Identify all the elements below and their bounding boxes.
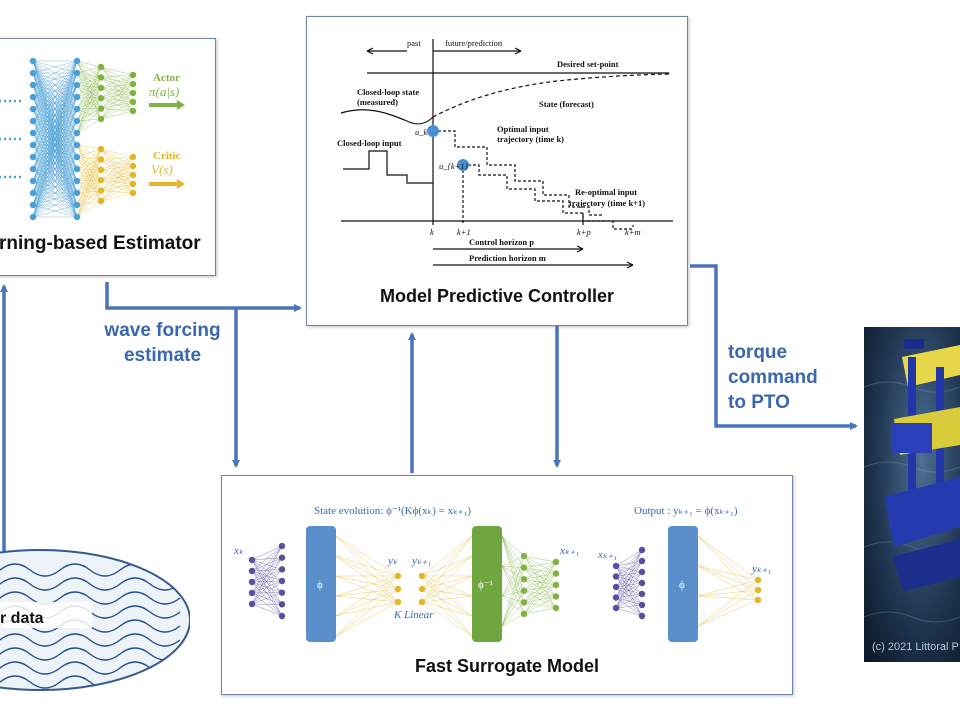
uk-marker [427, 125, 439, 137]
arrow-mpc-to-pto [690, 264, 858, 430]
torque-command-label: torque command to PTO [728, 342, 818, 413]
phi-inverse-block [472, 526, 502, 642]
estimator-title: rning-based Estimator [0, 233, 201, 254]
phi-output-block [668, 526, 698, 642]
mpc-title: Model Predictive Controller [379, 286, 615, 306]
wave-forcing-label: wave forcing estimate [104, 320, 221, 366]
kp-tick-label: k+p [577, 227, 591, 237]
closed-loop-state-label: Closed-loop state [357, 87, 419, 97]
optimal-input-trajectory [433, 130, 603, 216]
k-linear-label: K Linear [393, 609, 434, 621]
state-forecast-label: State (forecast) [539, 99, 594, 109]
measured-state-curve [340, 109, 434, 125]
forecast-state-curve [432, 73, 670, 118]
optimal-input-label-2: trajectory (time k) [497, 134, 564, 144]
mpc-diagram: past future/prediction Desired set-point… [337, 38, 673, 269]
yk1-mid-label: yₖ₊₁ [411, 555, 431, 567]
photo-credit: (c) 2021 Littoral P [872, 641, 959, 653]
uk1-marker [457, 159, 469, 171]
reoptimal-input-label-2: trajectory (time k+1) [569, 198, 645, 208]
km-tick-label: k+m [625, 227, 641, 237]
reoptimal-input-trajectory [463, 164, 633, 230]
critic-label: Critic [153, 150, 181, 162]
sensor-data-label: r data [0, 610, 44, 627]
surrogate-title: Fast Surrogate Model [414, 656, 600, 676]
measured-label: (measured) [357, 97, 398, 107]
closed-loop-input-line [343, 150, 433, 184]
mpc-panel: past future/prediction Desired set-point… [306, 16, 688, 326]
reoptimal-input-label: Re-optimal input [575, 187, 637, 197]
state-evolution-eq: State evolution: ϕ⁻¹(Kϕ(xₖ) = xₖ₊₁) [314, 505, 471, 517]
closed-loop-input-label: Closed-loop input [337, 138, 402, 148]
optimal-input-label: Optimal input [497, 124, 549, 134]
yk1-output-label: yₖ₊₁ [751, 563, 771, 575]
output-eq: Output : yₖ₊₁ = ϕ(xₖ₊₁) [634, 505, 738, 517]
actor-critic-network: Actor π(a|s) Critic V(s) [0, 57, 185, 221]
phi-encoder-block [306, 526, 336, 642]
prediction-horizon-label: Prediction horizon m [469, 253, 546, 263]
xk1-output-label: xₖ₊₁ [559, 545, 579, 557]
uk-label: u_k [415, 127, 428, 137]
koopman-network: State evolution: ϕ⁻¹(Kϕ(xₖ) = xₖ₊₁) Outp… [233, 505, 771, 642]
sensor-data-disc [0, 549, 190, 691]
surrogate-panel: State evolution: ϕ⁻¹(Kϕ(xₖ) = xₖ₊₁) Outp… [221, 475, 793, 695]
k-tick-label: k [430, 227, 434, 237]
yk-label: yₖ [387, 555, 398, 567]
wave-energy-converter-image [864, 327, 960, 662]
xk-input-label: xₖ [233, 545, 244, 557]
actor-formula: π(a|s) [149, 84, 179, 99]
future-label: future/prediction [445, 38, 503, 48]
setpoint-label: Desired set-point [557, 59, 619, 69]
phi-inverse-symbol: ϕ⁻¹ [478, 579, 493, 591]
converter-structure [884, 339, 960, 591]
arrow-estimator-to-mpc [105, 282, 302, 312]
critic-formula: V(s) [151, 162, 173, 177]
actor-label: Actor [153, 72, 180, 84]
estimator-panel: Actor π(a|s) Critic V(s) rning-based Est… [0, 38, 216, 276]
phi-output-symbol: ϕ [679, 579, 685, 591]
phi-symbol: ϕ [317, 579, 323, 591]
uk1-label: u_{k+1} [439, 161, 469, 171]
past-label: past [407, 38, 421, 48]
xk1-input-label: xₖ₊₁ [597, 549, 617, 561]
k1-tick-label: k+1 [457, 227, 471, 237]
control-horizon-label: Control horizon p [469, 237, 534, 247]
